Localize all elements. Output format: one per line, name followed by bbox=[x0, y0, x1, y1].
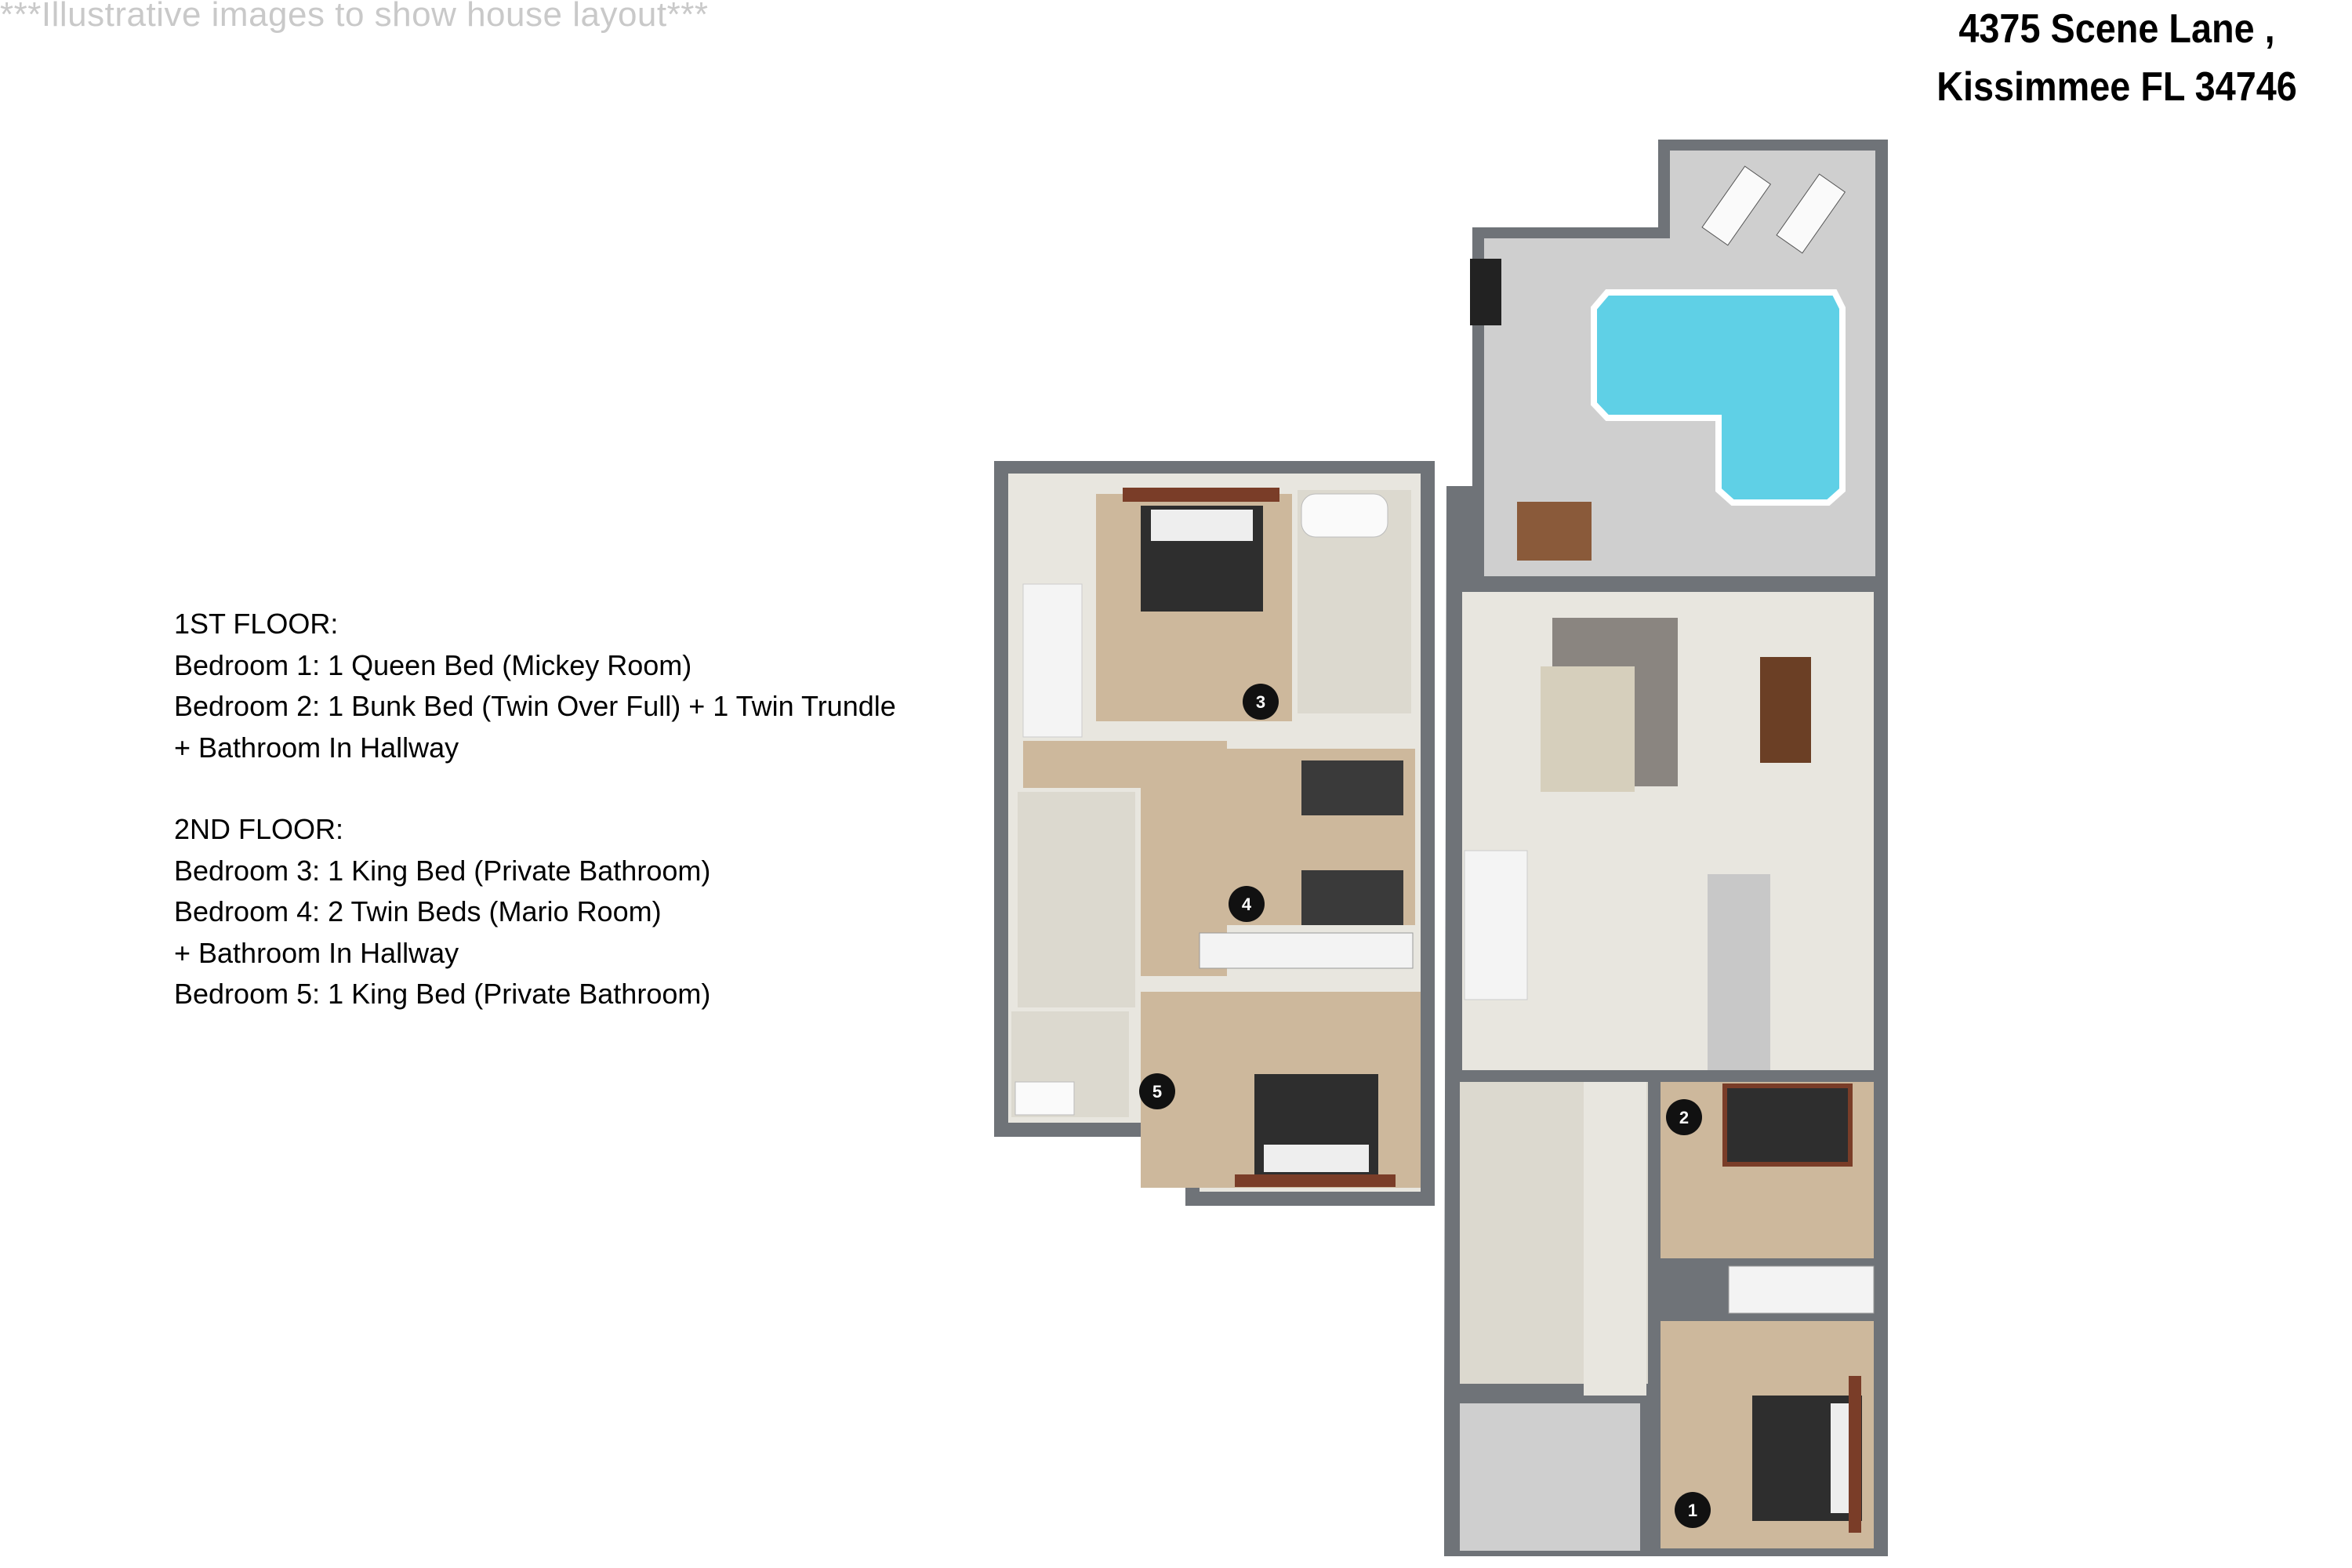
bedroom-3-headboard bbox=[1123, 488, 1279, 502]
legend-line: Bedroom 3: 1 King Bed (Private Bathroom) bbox=[174, 854, 711, 887]
legend-line: + Bathroom In Hallway bbox=[174, 731, 459, 764]
lounge-chair-1 bbox=[1701, 165, 1772, 246]
svg-text:4: 4 bbox=[1242, 895, 1252, 914]
bedroom-marker-4: 4 bbox=[1229, 886, 1265, 922]
bedroom-4-bed-2 bbox=[1301, 870, 1403, 925]
bedroom-5-pillows bbox=[1264, 1145, 1369, 1172]
bathroom-3-tub bbox=[1301, 493, 1388, 538]
front-porch bbox=[1460, 1403, 1640, 1551]
bedroom-2-closet bbox=[1728, 1265, 1875, 1314]
hall-bathroom-floor bbox=[1018, 792, 1135, 1007]
legend-line: Bedroom 5: 1 King Bed (Private Bathroom) bbox=[174, 978, 711, 1010]
svg-text:1: 1 bbox=[1688, 1501, 1697, 1520]
property-address: 4375 Scene Lane , Kissimmee FL 34746 bbox=[1933, 0, 2300, 116]
bedroom-4-closet bbox=[1199, 932, 1414, 969]
grill bbox=[1470, 259, 1501, 325]
legend-line: Bedroom 1: 1 Queen Bed (Mickey Room) bbox=[174, 648, 692, 681]
svg-text:5: 5 bbox=[1152, 1082, 1162, 1102]
dining-table bbox=[1760, 657, 1811, 763]
address-line-2: Kissimmee FL 34746 bbox=[1936, 64, 2297, 110]
second-floor-heading: 2ND FLOOR: bbox=[174, 813, 344, 845]
hallway bbox=[1584, 1082, 1646, 1396]
lounge-chair-2 bbox=[1776, 173, 1846, 254]
svg-text:3: 3 bbox=[1256, 692, 1265, 712]
svg-text:2: 2 bbox=[1679, 1108, 1689, 1127]
bedroom-3-pillows bbox=[1151, 510, 1253, 541]
bedroom-legend: 1ST FLOOR: Bedroom 1: 1 Queen Bed (Micke… bbox=[174, 604, 896, 1015]
first-floor-heading: 1ST FLOOR: bbox=[174, 608, 339, 640]
first-floor-plan bbox=[1444, 140, 1888, 1556]
second-floor-plan bbox=[994, 461, 1435, 1206]
bedroom-marker-5: 5 bbox=[1139, 1073, 1175, 1109]
patio-table bbox=[1517, 502, 1592, 561]
legend-line: Bedroom 2: 1 Bunk Bed (Twin Over Full) +… bbox=[174, 690, 896, 722]
stairs bbox=[1022, 583, 1083, 738]
bedroom-1-headboard bbox=[1849, 1376, 1861, 1533]
legend-line: + Bathroom In Hallway bbox=[174, 936, 459, 969]
bathroom-5-tub bbox=[1014, 1081, 1075, 1116]
bedroom-marker-2: 2 bbox=[1666, 1099, 1702, 1135]
pool bbox=[1591, 289, 1846, 506]
bedroom-2-bunk-bed bbox=[1722, 1083, 1853, 1167]
rug bbox=[1541, 666, 1635, 792]
main-stairs bbox=[1464, 850, 1528, 1000]
bedroom-marker-1: 1 bbox=[1675, 1492, 1711, 1528]
bedroom-marker-3: 3 bbox=[1243, 684, 1279, 720]
kitchen-island bbox=[1708, 874, 1770, 1070]
legend-line: Bedroom 4: 2 Twin Beds (Mario Room) bbox=[174, 895, 662, 927]
watermark-text: ***Illustrative images to show house lay… bbox=[0, 0, 709, 34]
bedroom-4-bed-1 bbox=[1301, 760, 1403, 815]
bedroom-5-headboard bbox=[1235, 1174, 1396, 1187]
address-line-1: 4375 Scene Lane , bbox=[1958, 6, 2275, 52]
